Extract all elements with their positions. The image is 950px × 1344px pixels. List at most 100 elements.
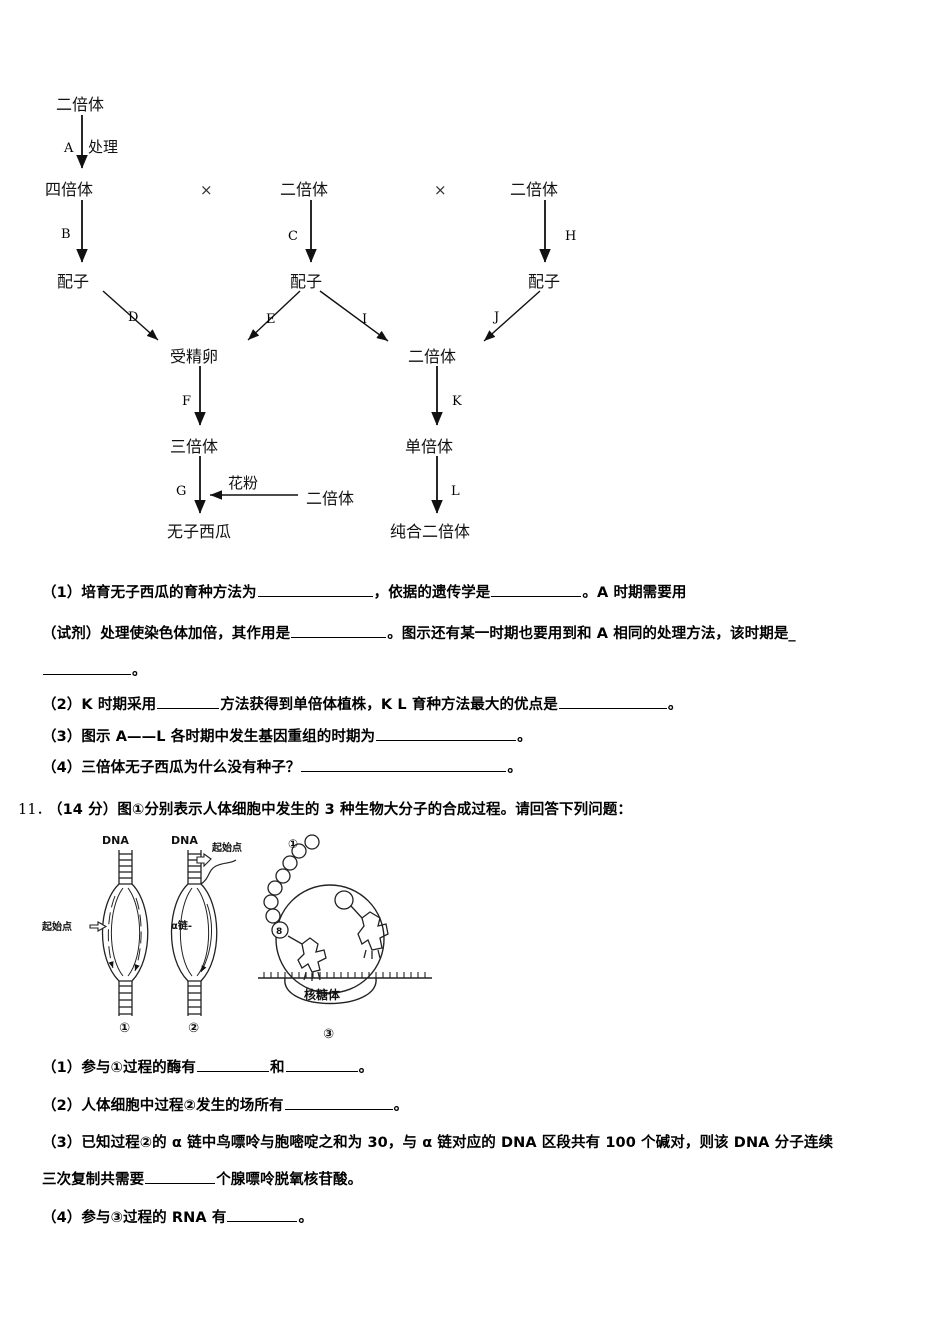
dna-duplex-top-1 [118, 850, 133, 884]
leading-strand-arrow-1 [107, 895, 116, 969]
q11-p4-t1: （4）参与③过程的 RNA 有 [42, 1210, 227, 1226]
step-label-h: H [565, 229, 577, 244]
q11-p3l2-t1: 三次复制共需要 [42, 1172, 145, 1188]
step-label-d: D [128, 310, 139, 325]
bio-diagram-svg: DNA DNA 起始点 起始点 α链- 核糖体 ① ② ③ ① 8 [41, 834, 432, 1042]
q10-p1-t2: ，依据的遗传学是 [373, 585, 491, 601]
q10-p2-blank2[interactable] [558, 695, 667, 709]
q10-p1-blank2[interactable] [491, 583, 582, 597]
q11-part3-line2: 三次复制共需要 个腺嘌呤脱氧核苷酸。 [42, 1170, 362, 1190]
q10-p1-blank4[interactable] [43, 661, 131, 675]
node-diploid-right: 二倍体 [510, 180, 559, 199]
q10-part1-line1: （1）培育无子西瓜的育种方法为，依据的遗传学是。A 时期需要用 [42, 583, 686, 603]
q11-p4-t2: 。 [298, 1210, 314, 1226]
q11-p1-t1: （1）参与①过程的酶有 [42, 1060, 196, 1076]
breeding-flowchart: 二倍体 四倍体 二倍体 二倍体 配子 配子 配子 受精卵 二倍体 三倍体 单倍体… [0, 0, 950, 560]
q10-p3-t1: （3）图示 A——L 各时期中发生基因重组的时期为 [42, 729, 376, 745]
flowchart-arrows [76, 115, 551, 514]
q11-p2-t1: （2）人体细胞中过程②发生的场所有 [42, 1098, 284, 1114]
label-circled-1: ① [119, 1021, 130, 1036]
step-label-k: K [452, 394, 462, 409]
nascent-rna-strand [200, 859, 237, 885]
q10-p2-t3: 。 [667, 697, 683, 713]
q10-p3-blank1[interactable] [376, 727, 517, 741]
q10-p2-blank1[interactable] [157, 695, 220, 709]
node-diploid-mid: 二倍体 [280, 180, 329, 199]
label-ribosome: 核糖体 [304, 987, 341, 1002]
label-dna-2: DNA [171, 834, 198, 847]
q11-p3-t1: （3）已知过程②的 α 链中鸟嘌呤与胞嘧啶之和为 30，与 α 链对应的 DNA… [42, 1135, 834, 1151]
q10-part2: （2）K 时期采用 方法获得到单倍体植株，K L 育种方法最大的优点是 。 [42, 695, 682, 715]
step-label-a: A [64, 141, 74, 156]
trna-2 [357, 911, 389, 959]
q10-part1-line2: （试剂）处理使染色体加倍，其作用是。图示还有某一时期也要用到和 A 相同的处理方… [42, 624, 796, 644]
node-triploid: 三倍体 [170, 437, 219, 456]
step-label-f: F [182, 394, 192, 409]
label-origin-right: 起始点 [211, 841, 242, 854]
polypeptide-chain [263, 834, 320, 924]
dna-duplex-bottom-1 [118, 981, 133, 1016]
node-gamete-left: 配子 [57, 272, 90, 291]
step-label-e: E [266, 312, 276, 327]
q10-p2-t1: （2）K 时期采用 [42, 697, 157, 713]
node-zygote: 受精卵 [170, 347, 219, 366]
q11-p1-blank1[interactable] [196, 1058, 269, 1072]
node-haploid: 单倍体 [405, 437, 454, 456]
q11-p3-blank1[interactable] [145, 1170, 216, 1184]
q11-p2-blank1[interactable] [284, 1096, 393, 1110]
node-tetraploid: 四倍体 [45, 180, 94, 199]
q10-part1-line3: 。 [42, 661, 147, 681]
q10-p3-t2: 。 [517, 729, 532, 745]
q11-number: 11． [18, 802, 52, 818]
dna-duplex-top-2 [187, 850, 202, 884]
q10-part3: （3）图示 A——L 各时期中发生基因重组的时期为 。 [42, 727, 532, 747]
transcription-bubble-2 [170, 883, 218, 982]
q10-p1l2-t1: （试剂）处理使染色体加倍，其作用是 [42, 626, 291, 642]
trna-1 [297, 937, 327, 981]
biomolecule-synthesis-diagram: DNA DNA 起始点 起始点 α链- 核糖体 ① ② ③ ① 8 [40, 826, 460, 1046]
q11-p3l2-t2: 个腺嘌呤脱氧核苷酸。 [216, 1172, 363, 1188]
step-label-b: B [61, 227, 71, 242]
label-circled-2: ② [188, 1021, 199, 1036]
node-diploid-top: 二倍体 [56, 95, 105, 114]
dna-duplex-bottom-2 [187, 981, 202, 1016]
q10-p2-t2: 方法获得到单倍体植株，K L 育种方法最大的优点是 [220, 697, 558, 713]
q10-p4-t2: 。 [507, 760, 522, 776]
label-node-8: 8 [276, 927, 282, 937]
q10-part4: （4）三倍体无子西瓜为什么没有种子？ 。 [42, 758, 522, 778]
label-dna-1: DNA [102, 834, 129, 847]
q11-part2: （2）人体细胞中过程②发生的场所有 。 [42, 1096, 408, 1116]
mrna-base-ticks [263, 972, 426, 978]
origin-pointer-icon-left [89, 921, 108, 932]
node-gamete-mid: 配子 [290, 272, 323, 291]
q10-p1-blank1[interactable] [257, 583, 373, 597]
step-label-l: L [451, 484, 460, 499]
q10-p4-blank1[interactable] [301, 758, 507, 772]
ribosome-large-subunit [275, 884, 385, 994]
cross-symbol-1: × [200, 181, 213, 199]
step-label-i: I [362, 312, 368, 327]
q11-p2-t2: 。 [393, 1098, 409, 1114]
q11-part1: （1）参与①过程的酶有 和 。 [42, 1058, 373, 1078]
q10-p1-t3: 。A 时期需要用 [582, 585, 687, 601]
annotation-pollen: 花粉 [228, 474, 259, 492]
label-alpha-chain: α链- [171, 919, 192, 932]
q11-p1-blank2[interactable] [285, 1058, 358, 1072]
q11-part3-line1: （3）已知过程②的 α 链中鸟嘌呤与胞嘧啶之和为 30，与 α 链对应的 DNA… [42, 1133, 833, 1153]
q11-p4-blank1[interactable] [227, 1208, 298, 1222]
q10-p4-t1: （4）三倍体无子西瓜为什么没有种子？ [42, 760, 301, 776]
q11-p1-t3: 。 [358, 1060, 374, 1076]
cross-symbol-2: × [434, 181, 447, 199]
node-gamete-right: 配子 [528, 272, 561, 291]
ribosome-small-subunit [284, 977, 377, 1005]
q10-p1-blank3[interactable] [291, 624, 387, 638]
q11-part4: （4）参与③过程的 RNA 有 。 [42, 1208, 313, 1228]
label-circled-3: ③ [323, 1027, 334, 1042]
q11-p1-t2: 和 [269, 1060, 285, 1076]
annotation-treatment: 处理 [88, 138, 119, 156]
chain-node-8 [271, 921, 289, 939]
node-diploid-lower: 二倍体 [408, 347, 457, 366]
rna-synthesis-arrow-2 [200, 903, 212, 973]
step-label-j: J [494, 310, 500, 325]
